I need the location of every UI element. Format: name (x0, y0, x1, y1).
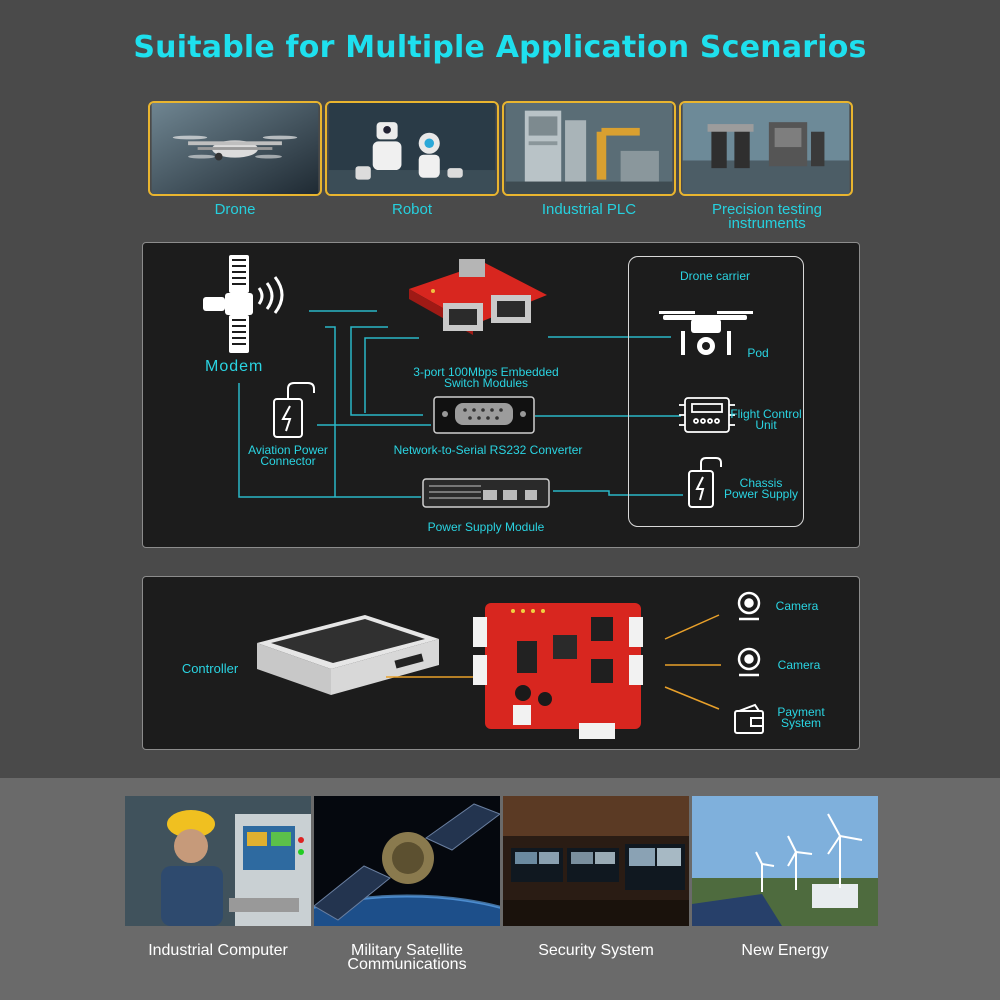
scenario-label-robot: Robot (391, 201, 433, 218)
pod-label: Pod (747, 346, 769, 360)
industrial-computer-label: Industrial Computer (148, 942, 288, 959)
scenario-row (148, 101, 858, 197)
connection-lines (238, 310, 683, 498)
drone-photo-icon (151, 103, 319, 194)
page-title: Suitable for Multiple Application Scenar… (133, 30, 867, 65)
precision-instrument-photo-icon (682, 103, 850, 194)
camera-label-1: Camera (775, 599, 819, 613)
industrial-plc-photo-icon (505, 103, 673, 194)
security-system-label: Security System (538, 942, 654, 959)
camera-label-2: Camera (777, 658, 821, 672)
chassis-battery-icon (688, 457, 722, 508)
modem-label: Modem (205, 358, 264, 375)
payment-system-label: Payment System (777, 705, 825, 730)
security-room-image (503, 796, 689, 926)
flight-control-icon (679, 397, 735, 433)
network-diagram-panel: Modem 3-port 100Mbps Embedded Switch Mod… (142, 242, 860, 548)
drone-carrier-title: Drone carrier (679, 269, 751, 283)
satellite-communications-label: Military Satellite Communications (307, 942, 507, 973)
scenario-label-instruments-text: Precision testing instruments (711, 201, 823, 232)
scenario-label-instruments: Precision testing instruments (667, 201, 867, 232)
industrial-computer-photo-icon (125, 796, 311, 926)
power-supply-module-image (422, 478, 550, 508)
scenario-label-drone: Drone (214, 201, 256, 218)
aviation-power-label: Aviation Power Connector (248, 443, 328, 468)
controller-device-image (257, 615, 439, 695)
drone-icon (659, 311, 753, 355)
drone-carrier-box (628, 256, 804, 527)
satellite-icon (203, 255, 284, 353)
scenario-label-plc: Industrial PLC (541, 201, 637, 218)
satellite-photo-icon (314, 796, 500, 926)
scenario-robot-image (325, 101, 499, 196)
satellite-image (314, 796, 500, 926)
converter-label: Network-to-Serial RS232 Converter (393, 443, 583, 457)
camera-links (664, 614, 721, 710)
robot-photo-icon (328, 103, 496, 194)
controller-diagram-graphics (257, 591, 764, 739)
satellite-communications-label-text: Military Satellite Communications (347, 942, 467, 973)
aviation-battery-icon (273, 382, 315, 438)
wallet-icon (734, 703, 764, 734)
camera-icon-1 (737, 591, 761, 621)
new-energy-label: New Energy (741, 942, 829, 959)
controller-diagram-panel: Controller Camera Camera Payment System (142, 576, 860, 750)
network-diagram-graphics (203, 255, 753, 508)
flight-control-label: Flight Control Unit (730, 407, 802, 432)
scenario-plc-image (502, 101, 676, 196)
chassis-power-label: Chassis Power Supply (723, 476, 799, 501)
switch-module-image (409, 259, 547, 335)
scenario-drone-image (148, 101, 322, 196)
switch-board-image (473, 603, 643, 739)
wind-solar-photo-icon (692, 796, 878, 926)
controller-label: Controller (181, 661, 239, 676)
security-room-photo-icon (503, 796, 689, 926)
serial-converter-image (433, 396, 535, 434)
camera-icon-2 (737, 647, 761, 677)
scenario-instrument-image (679, 101, 853, 196)
switch-module-label: 3-port 100Mbps Embedded Switch Modules (413, 365, 559, 390)
power-module-label: Power Supply Module (427, 520, 545, 534)
industrial-computer-image (125, 796, 311, 926)
new-energy-image (692, 796, 878, 926)
